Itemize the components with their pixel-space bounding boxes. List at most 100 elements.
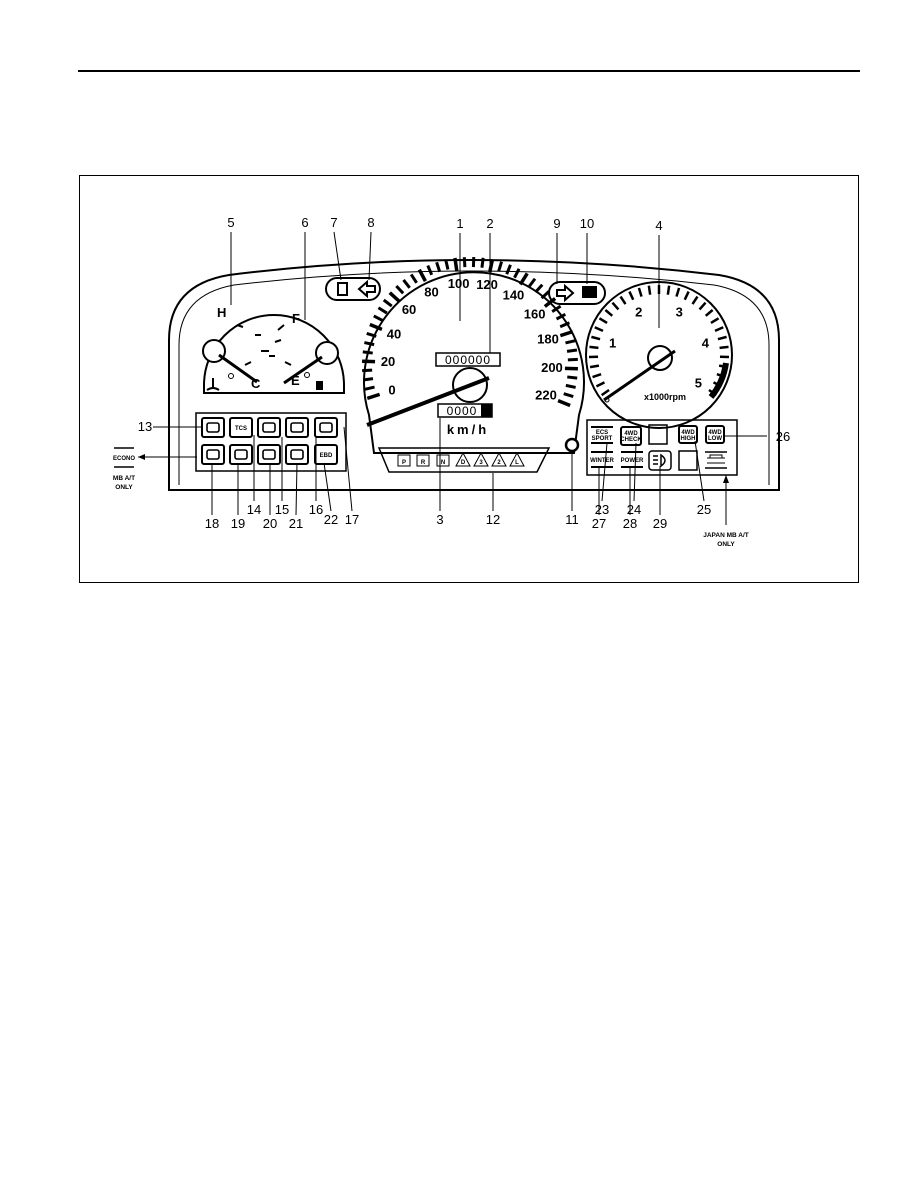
tach-needle <box>603 349 676 402</box>
callout-leader <box>368 231 372 281</box>
speed-scale-label: 100 <box>448 276 470 291</box>
svg-text:D: D <box>461 460 466 466</box>
glow-plug-lamp <box>201 444 225 465</box>
speed-tick <box>395 284 405 295</box>
tach-tick <box>591 335 601 341</box>
tach-tick <box>683 291 690 301</box>
econo-lamp-note: ECONO MB A/T ONLY <box>113 447 197 491</box>
engine-check-lamp <box>201 417 225 438</box>
blank-lamp-2 <box>678 450 698 471</box>
speed-tick <box>444 259 450 270</box>
speed-scale-label: 0 <box>388 382 395 397</box>
callout-26: 26 <box>776 429 790 444</box>
turn-left-arrow-icon <box>357 279 376 299</box>
callout-12: 12 <box>486 512 500 527</box>
shift-lamp-2: 2 <box>491 451 507 467</box>
tach-tick <box>691 295 699 305</box>
callout-leader <box>333 231 342 281</box>
shift-lamp-L: L <box>509 451 525 467</box>
svg-text:2: 2 <box>497 460 501 466</box>
svg-text:TCS: TCS <box>235 426 247 432</box>
callout-4: 4 <box>655 218 662 233</box>
speed-tick <box>505 264 512 275</box>
speed-tick <box>409 273 418 284</box>
speed-tick <box>369 322 383 332</box>
tach-tick <box>714 326 724 332</box>
tach-scale-label: 2 <box>635 304 642 319</box>
svg-text:P: P <box>402 460 406 466</box>
figure-frame <box>79 175 859 583</box>
abs-lamp <box>314 417 338 438</box>
callout-8: 8 <box>367 215 374 230</box>
tach-unit: x1000rpm <box>644 392 686 402</box>
svg-text:JAPAN MB A/T: JAPAN MB A/T <box>703 532 749 539</box>
speed-tick <box>382 298 393 308</box>
speed-tick <box>540 290 551 300</box>
temp-hot-label: H <box>217 305 226 320</box>
svg-text:4WD: 4WD <box>681 430 695 436</box>
svg-text:L: L <box>515 460 519 466</box>
speed-tick <box>563 392 574 399</box>
svg-text:R: R <box>421 460 426 466</box>
callout-17: 17 <box>345 512 359 527</box>
callout-25: 25 <box>697 502 711 517</box>
power-lamp: POWER <box>621 451 644 468</box>
speed-tick <box>534 283 544 294</box>
speed-tick <box>417 268 427 282</box>
4wd-check-lamp: 4WD CHECK <box>620 426 642 446</box>
speed-tick <box>366 392 381 401</box>
speed-tick <box>555 312 567 321</box>
speed-tick <box>559 329 574 338</box>
callout-18: 18 <box>205 516 219 531</box>
redzone-band <box>708 362 729 399</box>
speed-tick <box>426 264 434 276</box>
callout-2: 2 <box>486 216 493 231</box>
headlight-high-beam-lamp <box>648 450 672 471</box>
svg-text:3: 3 <box>479 460 483 466</box>
callout-28: 28 <box>623 516 637 531</box>
tach-tick <box>594 326 604 332</box>
tach-tick <box>704 309 714 317</box>
svg-text:POWER: POWER <box>621 458 644 464</box>
callout-21: 21 <box>289 516 303 531</box>
callout-3: 3 <box>436 512 443 527</box>
callout-14: 14 <box>247 502 261 517</box>
speed-tick <box>557 398 571 408</box>
tach-tick <box>717 335 727 341</box>
speed-tick <box>373 314 384 322</box>
callout-23: 23 <box>595 502 609 517</box>
speed-tick <box>565 383 576 389</box>
speed-tick <box>497 261 504 272</box>
tach-tick <box>675 287 681 297</box>
speed-tick <box>566 348 578 353</box>
speed-tick <box>551 304 562 313</box>
japan-mb-note: JAPAN MB A/T ONLY <box>703 475 749 548</box>
svg-text:ONLY: ONLY <box>115 484 133 491</box>
speed-tick <box>567 375 578 380</box>
overdrive-lamp <box>705 451 727 469</box>
speed-scale-label: 200 <box>541 360 563 375</box>
callout-6: 6 <box>301 215 308 230</box>
callout-20: 20 <box>263 516 277 531</box>
speed-scale-label: 80 <box>424 285 438 300</box>
winter-lamp: WINTER <box>590 451 614 468</box>
speed-tick <box>518 272 529 286</box>
speed-scale-label: 120 <box>476 277 498 292</box>
callout-leader <box>323 462 332 512</box>
speed-scale-label: 140 <box>503 287 525 302</box>
sport-label: SPORT <box>592 436 613 442</box>
oil-pressure-lamp <box>285 417 309 438</box>
tach-tick <box>628 291 635 301</box>
tripmeter-display: 0000 <box>437 403 493 418</box>
tach-tick <box>592 373 602 379</box>
speed-tick <box>567 357 578 362</box>
srs-airbag-lamp <box>257 444 281 465</box>
speed-tick <box>362 377 374 382</box>
turn-right-defog-indicator <box>548 281 606 305</box>
tach-tick <box>589 345 599 350</box>
shift-lamp-R: R <box>416 454 430 467</box>
speed-tick <box>513 268 521 279</box>
fuel-full-label: F <box>292 311 300 326</box>
